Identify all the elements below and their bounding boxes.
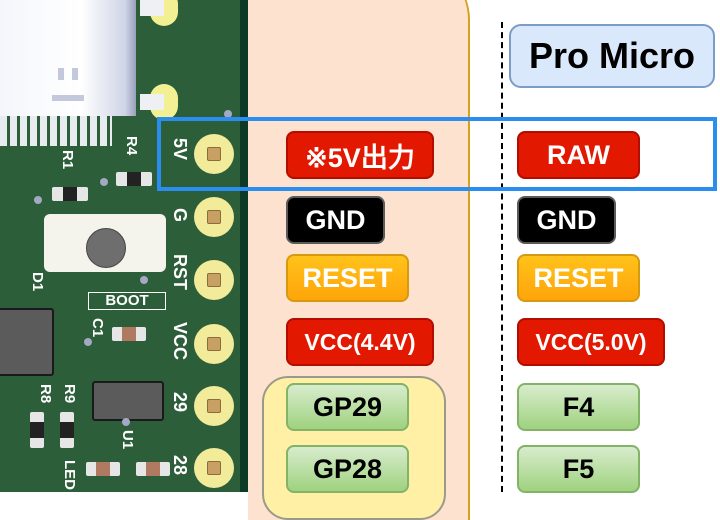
mount-pad xyxy=(140,0,178,26)
pin-tag-f4: F4 xyxy=(517,383,640,431)
silk-r8: R8 xyxy=(37,384,54,404)
pin-label-28: 28 xyxy=(170,455,190,476)
usb-marking xyxy=(52,95,84,101)
silk-r9: R9 xyxy=(61,384,78,404)
via xyxy=(100,178,108,186)
silk-d1: D1 xyxy=(29,272,46,292)
pin-28 xyxy=(194,448,234,488)
pin-tag-raw: RAW xyxy=(517,131,640,179)
via xyxy=(224,110,232,118)
pin-rst xyxy=(194,260,234,300)
pin-label-rst: RST xyxy=(170,254,190,290)
pin-tag-reset: RESET xyxy=(286,254,409,302)
column-divider xyxy=(501,22,503,492)
silk-c1: C1 xyxy=(89,318,106,338)
resistor-r9 xyxy=(60,412,74,448)
usb-connector-pins xyxy=(0,116,112,146)
pin-tag-gnd-pm: GND xyxy=(517,196,616,244)
pin-label-vcc: VCC xyxy=(170,322,190,361)
chip-u1 xyxy=(92,381,164,421)
pin-5v xyxy=(194,134,234,174)
highlight-5v-raw-row xyxy=(157,117,717,191)
via xyxy=(140,276,148,284)
pin-label-29: 29 xyxy=(170,392,190,413)
pin-gnd xyxy=(194,197,234,237)
usb-marking xyxy=(72,68,78,80)
capacitor-c xyxy=(136,462,170,476)
via xyxy=(84,338,92,346)
pin-label-g: G xyxy=(170,208,190,223)
pin-tag-f5: F5 xyxy=(517,445,640,493)
resistor-r4 xyxy=(116,172,152,186)
pin-tag-vcc-pm: VCC(5.0V) xyxy=(517,318,665,366)
mount-pad xyxy=(140,84,178,120)
usb-marking xyxy=(58,68,64,80)
capacitor-led xyxy=(86,462,120,476)
silk-r1: R1 xyxy=(59,150,76,170)
diode-d1 xyxy=(0,308,54,376)
via xyxy=(122,418,130,426)
silk-led: LED xyxy=(61,460,78,490)
silk-r4: R4 xyxy=(123,136,140,156)
pin-29 xyxy=(194,386,234,426)
pin-tag-gp28: GP28 xyxy=(286,445,409,493)
resistor-r8 xyxy=(30,412,44,448)
silk-boot: BOOT xyxy=(88,292,166,310)
via xyxy=(34,196,42,204)
pin-tag-gnd: GND xyxy=(286,196,385,244)
silk-u1: U1 xyxy=(119,430,136,450)
resistor-r1 xyxy=(52,187,88,201)
pin-tag-vcc: VCC(4.4V) xyxy=(286,318,434,366)
pin-tag-reset-pm: RESET xyxy=(517,254,640,302)
pro-micro-title: Pro Micro xyxy=(509,24,715,88)
pin-vcc xyxy=(194,324,234,364)
boot-button-cap xyxy=(86,228,126,268)
capacitor-c1 xyxy=(112,327,146,341)
pin-tag-5v-output: ※5V出力 xyxy=(286,131,434,179)
pin-tag-gp29: GP29 xyxy=(286,383,409,431)
pcb-edge xyxy=(240,0,248,492)
pcb-board: 5V G RST VCC 29 28 R1 R4 D1 C1 R8 R9 U1 … xyxy=(0,0,246,492)
